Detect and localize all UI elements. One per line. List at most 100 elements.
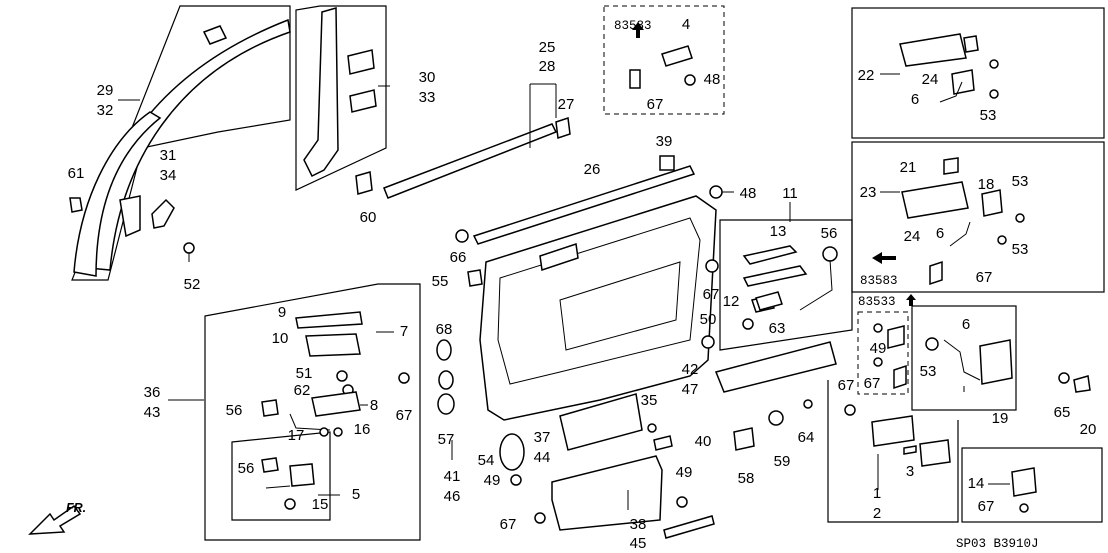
label-44: 44: [534, 449, 551, 466]
label-6-a: 6: [911, 91, 919, 108]
trim-9-part: [295, 311, 363, 329]
label-34: 34: [160, 167, 177, 184]
label-67-a: 67: [647, 96, 664, 113]
label-38: 38: [630, 516, 647, 533]
label-33: 33: [419, 89, 436, 106]
label-55: 55: [432, 273, 449, 290]
label-48-a: 48: [704, 71, 721, 88]
label-6-b: 6: [936, 225, 944, 242]
label-40: 40: [695, 433, 712, 450]
label-36: 36: [144, 384, 161, 401]
label-19: 19: [992, 410, 1009, 427]
label-18: 18: [978, 176, 995, 193]
connector-56-part: [822, 246, 838, 262]
ref-83533: 83533: [858, 295, 896, 309]
label-20: 20: [1080, 421, 1097, 438]
label-63: 63: [769, 320, 786, 337]
cap-31-part: [151, 198, 175, 229]
clip-60-part: [355, 171, 373, 195]
inner-handle-part: [871, 415, 915, 447]
clip-27-part: [555, 116, 571, 140]
label-67-d: 67: [500, 516, 517, 533]
label-11: 11: [782, 185, 798, 202]
label-28: 28: [539, 58, 556, 75]
label-10: 10: [272, 330, 289, 347]
label-53-a: 53: [1012, 173, 1029, 190]
molding-26-part: [472, 165, 696, 245]
speaker-grille-part: [559, 393, 643, 451]
label-57: 57: [438, 431, 455, 448]
label-3: 3: [906, 463, 914, 480]
label-4: 4: [682, 16, 690, 33]
arrow-left-icon: [872, 252, 896, 264]
arrows: [28, 22, 916, 535]
reference-codes: 83583 83583 83533 FR. SP03 B3910J: [66, 19, 1039, 551]
label-49-a: 49: [484, 472, 501, 489]
label-15: 15: [312, 496, 329, 513]
label-39: 39: [656, 133, 673, 150]
ref-83583-top: 83583: [614, 19, 652, 33]
label-25: 25: [539, 39, 556, 56]
front-direction-label: FR.: [66, 501, 86, 515]
switch-8-part: [311, 391, 361, 417]
label-31: 31: [160, 147, 177, 164]
label-56-b: 56: [238, 460, 255, 477]
label-1: 1: [873, 485, 881, 502]
label-59: 59: [774, 453, 791, 470]
label-23: 23: [860, 184, 877, 201]
label-64: 64: [798, 429, 815, 446]
pillar-garnish-lower-part: [73, 111, 162, 277]
label-56-c: 56: [821, 225, 838, 242]
clip-61-part: [69, 197, 83, 213]
label-66: 66: [450, 249, 467, 266]
label-50: 50: [700, 311, 717, 328]
label-43: 43: [144, 404, 161, 421]
door-lining-panel-part: [479, 195, 717, 421]
label-35: 35: [641, 392, 658, 409]
label-67-e: 67: [838, 377, 855, 394]
switch-23-part: [901, 181, 969, 219]
label-67-b: 67: [703, 286, 720, 303]
label-60: 60: [360, 209, 377, 226]
clip-55-part: [467, 269, 483, 287]
handle-13-part: [742, 245, 798, 265]
label-56-a: 56: [226, 402, 243, 419]
label-51: 51: [296, 365, 313, 382]
label-48-b: 48: [740, 185, 757, 202]
label-22: 22: [858, 67, 875, 84]
front-direction-arrow-icon: [28, 504, 82, 535]
cap-20-part: [1073, 375, 1091, 393]
part-labels: 1 2 3 4 5 6 6 6 7 8 9 10 11 12 13 14 15 …: [68, 16, 1097, 552]
switch-14-part: [1011, 467, 1037, 497]
label-32: 32: [97, 102, 114, 119]
screw-52-part: [183, 242, 195, 254]
label-67-c: 67: [396, 407, 413, 424]
clip-68-part: [436, 339, 452, 361]
label-7: 7: [400, 323, 408, 340]
weatherstrip-part: [383, 123, 558, 199]
leader-lines: [118, 73, 1010, 510]
label-53-b: 53: [980, 107, 997, 124]
label-53-c: 53: [1012, 241, 1029, 258]
label-46: 46: [444, 488, 461, 505]
arrow-up-icon: [632, 22, 644, 38]
label-47: 47: [682, 381, 699, 398]
label-62: 62: [294, 382, 311, 399]
switch-19-part: [979, 339, 1013, 385]
label-53-d: 53: [920, 363, 937, 380]
label-14: 14: [968, 475, 985, 492]
label-27: 27: [558, 96, 575, 113]
grille-54-part: [499, 433, 525, 471]
label-24-b: 24: [904, 228, 921, 245]
label-29: 29: [97, 82, 114, 99]
label-13: 13: [770, 223, 787, 240]
label-21: 21: [900, 159, 917, 176]
label-12: 12: [723, 293, 740, 310]
center-pillar-part: [303, 7, 339, 178]
parts: [69, 7, 1091, 539]
armrest-part: [714, 341, 837, 393]
clip-57-part: [437, 393, 455, 415]
diagram-code: SP03 B3910J: [956, 537, 1039, 551]
section-frames: [71, 5, 1105, 541]
label-49-b: 49: [676, 464, 693, 481]
